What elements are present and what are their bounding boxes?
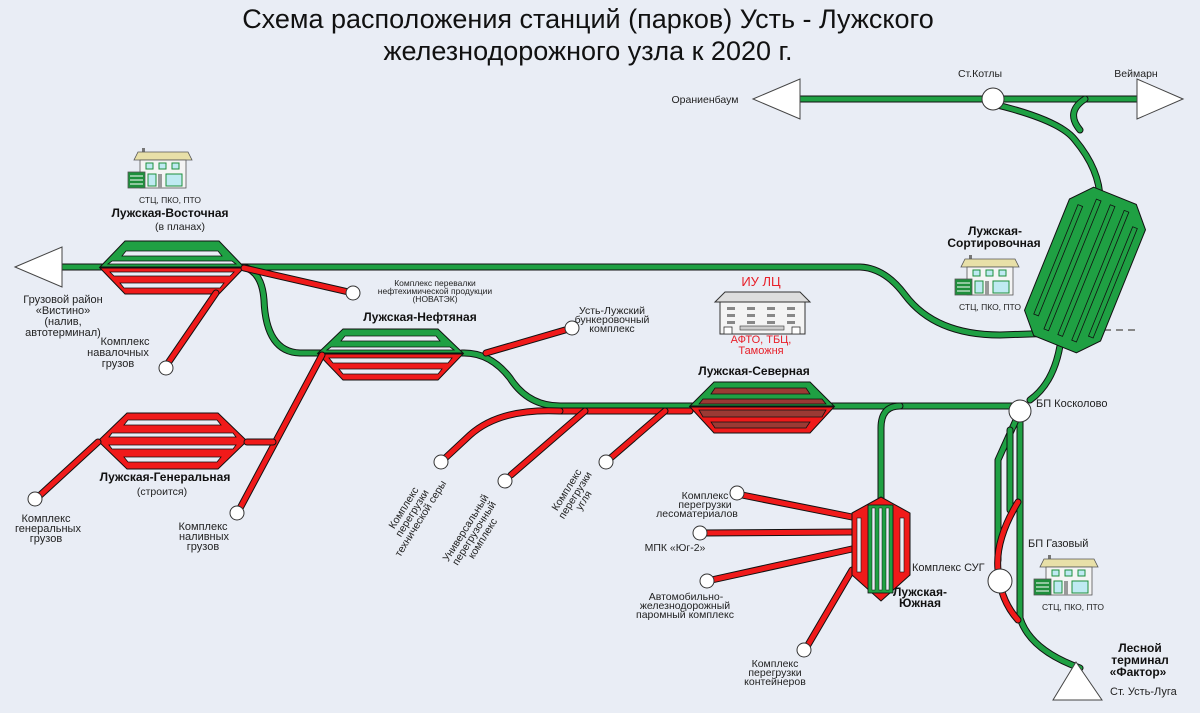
line-vistino-sortirovochnaya: [56, 263, 1062, 339]
bunker-label-line1: Усть-Лужский: [579, 305, 645, 317]
diagram-title-line2: железнодорожного узла к 2020 г.: [383, 36, 792, 66]
container-label-line1: Комплекс: [752, 658, 799, 670]
gazovy-building-icon: [1033, 554, 1099, 596]
red-branches-neftyanaya: [234, 324, 576, 516]
sortirovochnaya-services: СТЦ, ПКО, ПТО: [959, 302, 1021, 312]
novatek-label-line2: нефтехимической продукции: [378, 286, 493, 296]
universal-complex-label: Универсальный перегрузочный комплекс: [441, 492, 501, 567]
novatek-label-line1: Комплекс перевалки: [394, 278, 476, 288]
park-vostochnaya[interactable]: [98, 240, 246, 295]
bulk-cargo-label-line3: грузов: [102, 358, 135, 370]
sulfur-complex-label: Комплекс перегрузки технической серы: [386, 478, 449, 559]
park-yuzhnaya[interactable]: [851, 496, 911, 602]
vistino-label-line1: Грузовой район: [23, 294, 102, 306]
line-neftyanaya-koskolovo: [458, 349, 1022, 410]
sug-complex-label: Комплекс СУГ: [912, 562, 985, 574]
timber-label-line2: перегрузки: [678, 499, 731, 511]
mpk-node[interactable]: [692, 525, 708, 541]
general-cargo-label-line2: генеральных: [15, 523, 81, 535]
bunker-complex-node[interactable]: [564, 320, 580, 336]
ust-luga-direction-arrow-icon: [1052, 661, 1103, 701]
bunker-label-line3: комплекс: [589, 323, 634, 335]
vistino-label-line3: (налив,: [44, 316, 81, 328]
line-koskolovo-yuzhnaya: [877, 402, 904, 504]
oranienbaum-label: Ораниенбаум: [672, 94, 739, 106]
timber-complex-node[interactable]: [729, 485, 745, 501]
admin-top-label: ИУ ЛЦ: [741, 274, 781, 289]
ferry-label-line1: Автомобильно-: [649, 591, 724, 603]
general-cargo-node[interactable]: [27, 491, 43, 507]
vostochnaya-name: Лужская-Восточная: [111, 206, 228, 220]
yuzhnaya-name-line2: Южная: [899, 596, 941, 610]
novatek-node[interactable]: [345, 285, 361, 301]
factor-name-line3: «Фактор»: [1110, 665, 1167, 679]
kotly-label: Ст.Котлы: [958, 68, 1002, 80]
bulk-cargo-node[interactable]: [158, 360, 174, 376]
ferry-complex-node[interactable]: [699, 573, 715, 589]
bulk-cargo-label-line1: Комплекс: [100, 336, 150, 348]
red-branches-yuzhnaya: [698, 490, 856, 654]
sug-complex-node[interactable]: [987, 568, 1013, 594]
park-severnaya[interactable]: [688, 381, 836, 434]
ferry-label-line3: паромный комплекс: [636, 609, 734, 621]
coal-complex-label: Комплекс перегрузки угля: [549, 467, 594, 521]
red-branches-generalnaya: [33, 438, 277, 502]
sortirovochnaya-building-icon: [954, 254, 1020, 296]
container-label-line2: перегрузки: [748, 667, 801, 679]
generalnaya-name: Лужская-Генеральная: [100, 470, 231, 484]
koskolovo-node[interactable]: [1008, 399, 1032, 423]
park-neftyanaya[interactable]: [316, 328, 465, 381]
ust-luga-label: Ст. Усть-Луга: [1110, 686, 1178, 698]
main-line-oranienbaum-veymarn: [776, 95, 1149, 204]
general-cargo-label-line3: грузов: [30, 533, 63, 545]
sortirovochnaya-name-line1: Лужская-: [968, 224, 1022, 238]
vostochnaya-services: СТЦ, ПКО, ПТО: [139, 195, 201, 205]
sortirovochnaya-name-line2: Сортировочная: [947, 236, 1040, 250]
oranienbaum-direction-arrow-icon: [751, 78, 801, 120]
ferry-label-line2: железнодорожный: [640, 600, 730, 612]
bunker-label-line2: бункеровочный: [575, 314, 650, 326]
gazovy-services: СТЦ, ПКО, ПТО: [1042, 602, 1104, 612]
container-complex-node[interactable]: [796, 642, 812, 658]
liquid-cargo-label-line1: Комплекс: [178, 521, 228, 533]
park-generalnaya[interactable]: [97, 412, 248, 470]
novatek-label-line3: (НОВАТЭК): [412, 294, 457, 304]
container-label-line3: контейнеров: [744, 676, 806, 688]
admin-bottom-label-line1: АФТО, ТБЦ,: [731, 334, 792, 346]
kotly-station-node[interactable]: [981, 87, 1005, 111]
mpk-label: МПК «Юг-2»: [645, 542, 706, 554]
universal-complex-node[interactable]: [497, 473, 513, 489]
vostochnaya-building-icon: [127, 147, 193, 189]
gazovy-label: БП Газовый: [1028, 538, 1088, 550]
severnaya-name: Лужская-Северная: [698, 364, 809, 378]
timber-label-line1: Комплекс: [682, 490, 729, 502]
vistino-label-line4: автотерминал): [25, 327, 101, 339]
veymarn-label: Веймарн: [1114, 68, 1158, 80]
factor-name-line1: Лесной: [1118, 641, 1162, 655]
timber-label-line3: лесоматериалов: [656, 508, 738, 520]
red-line-severnaya-west: [437, 407, 694, 479]
admin-bottom-label-line2: Таможня: [738, 345, 783, 357]
red-branches-vostochnaya: [162, 264, 357, 370]
park-sortirovochnaya[interactable]: [1017, 180, 1153, 359]
bulk-cargo-label-line2: навалочных: [87, 347, 149, 359]
liquid-cargo-label-line3: грузов: [187, 541, 220, 553]
koskolovo-label: БП Косколово: [1036, 398, 1108, 410]
factor-name-line2: терминал: [1111, 653, 1169, 667]
yuzhnaya-name-line1: Лужская-: [893, 585, 947, 599]
admin-building-icon: [713, 291, 812, 335]
liquid-cargo-node[interactable]: [229, 505, 245, 521]
coal-complex-node[interactable]: [598, 454, 614, 470]
diagram-title-line1: Схема расположения станций (парков) Усть…: [242, 4, 934, 34]
vostochnaya-status: (в планах): [155, 221, 205, 233]
liquid-cargo-label-line2: наливных: [179, 531, 230, 543]
generalnaya-status: (строится): [137, 486, 187, 498]
sulfur-complex-node[interactable]: [433, 454, 449, 470]
vistino-direction-arrow-icon: [13, 246, 63, 288]
neftyanaya-name: Лужская-Нефтяная: [363, 310, 476, 324]
vistino-label-line2: «Вистино»: [36, 305, 91, 317]
veymarn-direction-arrow-icon: [1136, 78, 1185, 120]
general-cargo-label-line1: Комплекс: [21, 513, 71, 525]
